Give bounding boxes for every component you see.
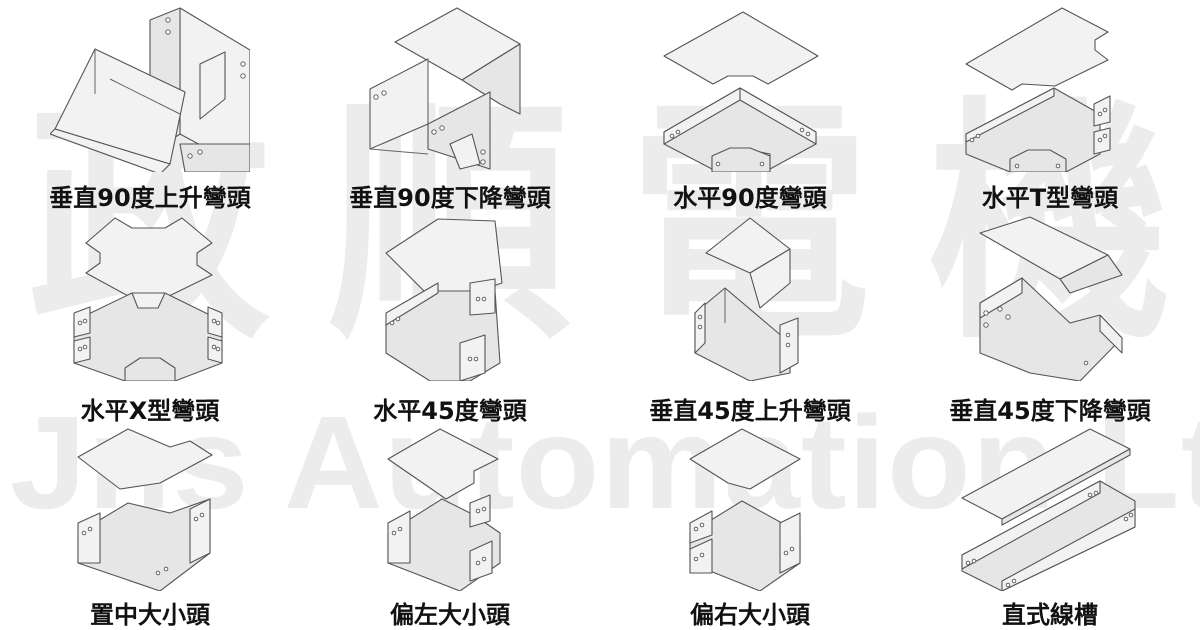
product-label: 垂直90度上升彎頭 (49, 184, 251, 212)
vertical-90-down-bend-icon (369, 7, 521, 170)
vertical-90-up-bend-icon (50, 7, 250, 172)
product-card-straight-tray: 直式線槽 (900, 419, 1200, 629)
vertical-45-up-bend-icon (694, 217, 799, 381)
product-card-left-reducer: 偏左大小頭 (300, 419, 600, 629)
product-label: 垂直45度下降彎頭 (949, 397, 1151, 425)
center-reducer-icon (77, 428, 213, 591)
product-card-right-reducer: 偏右大小頭 (600, 419, 900, 629)
right-reducer-icon (689, 428, 801, 591)
product-card-horizontal-90: 水平90度彎頭 (600, 0, 900, 212)
product-card-vertical-45-down: 垂直45度下降彎頭 (900, 209, 1200, 425)
vertical-45-down-bend-icon (979, 216, 1123, 381)
product-card-horizontal-45: 水平45度彎頭 (300, 209, 600, 425)
product-label: 水平T型彎頭 (981, 184, 1119, 212)
product-card-vertical-45-up: 垂直45度上升彎頭 (600, 209, 900, 425)
product-card-horizontal-tee: 水平T型彎頭 (900, 0, 1200, 212)
product-label: 水平45度彎頭 (373, 397, 527, 425)
product-card-horizontal-cross: 水平X型彎頭 (0, 209, 300, 425)
product-card-center-reducer: 置中大小頭 (0, 419, 300, 629)
product-label: 直式線槽 (1002, 601, 1098, 629)
left-reducer-icon (387, 428, 501, 591)
straight-tray-icon (961, 428, 1136, 591)
product-label: 垂直90度下降彎頭 (349, 184, 551, 212)
product-label: 水平90度彎頭 (673, 184, 827, 212)
product-label: 水平X型彎頭 (80, 397, 220, 425)
product-card-vertical-90-up: 垂直90度上升彎頭 (0, 0, 300, 212)
horizontal-tee-icon (965, 7, 1111, 172)
product-label: 偏右大小頭 (690, 601, 810, 629)
product-card-vertical-90-down: 垂直90度下降彎頭 (300, 0, 600, 212)
product-label: 置中大小頭 (90, 601, 210, 629)
horizontal-45-bend-icon (385, 218, 503, 381)
horizontal-cross-icon (73, 217, 223, 381)
horizontal-90-bend-icon (663, 11, 819, 172)
product-label: 偏左大小頭 (390, 601, 510, 629)
product-label: 垂直45度上升彎頭 (649, 397, 851, 425)
